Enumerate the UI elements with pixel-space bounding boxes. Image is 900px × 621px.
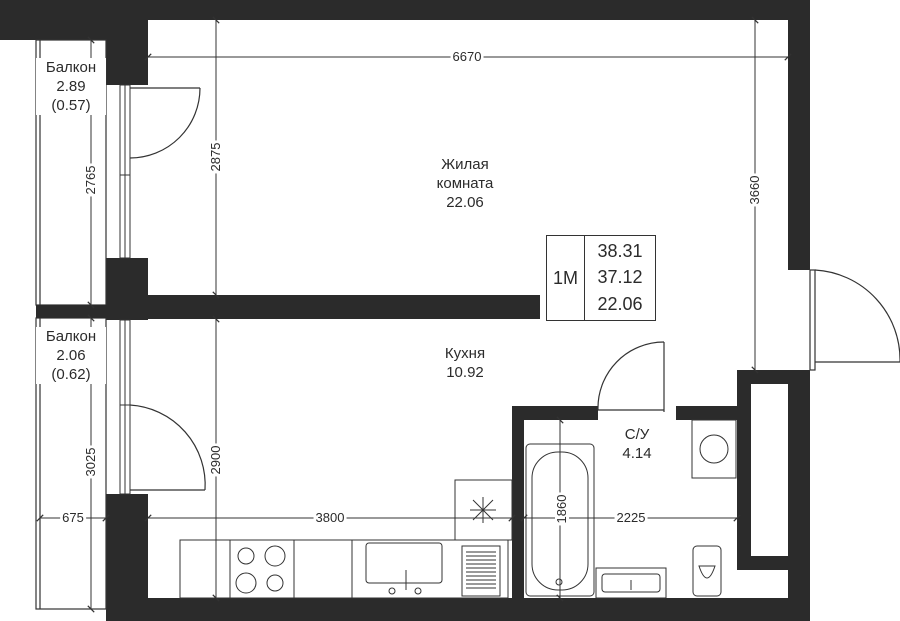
balcony-bottom-name: Балкон: [45, 328, 97, 345]
door-balcony-top-swing: [129, 87, 201, 159]
wall-right-lower: [788, 370, 810, 621]
room-living-name-2: комната: [436, 175, 494, 192]
balcony-top-reduced-area: (0.57): [51, 97, 91, 114]
burner-3: [235, 572, 257, 594]
door-entrance-swing: [814, 269, 900, 362]
walls: [0, 0, 810, 621]
living-area: 22.06: [597, 294, 643, 315]
apartment-type: 1М: [547, 236, 585, 320]
balcony-bottom-reduced-area: (0.62): [51, 366, 91, 383]
wall-shaft-left: [737, 370, 751, 570]
washing-machine: [691, 419, 737, 479]
room-kitchen-name: Кухня: [444, 345, 486, 362]
balcony-bottom-area: 2.06: [56, 347, 86, 364]
door-entrance-frame: [809, 269, 816, 371]
dim-kitchen-height: 2900: [208, 443, 223, 477]
toilet-tank: [692, 545, 722, 597]
wall-bath-top-right: [676, 406, 737, 420]
wall-left-pier-top: [106, 20, 148, 85]
wall-bath-top-left: [512, 406, 598, 420]
room-kitchen-area: 10.92: [446, 364, 484, 381]
door-balcony-bottom-swing: [129, 404, 206, 491]
kitchen-furniture: [179, 479, 513, 599]
balcony-top-name: Балкон: [45, 59, 97, 76]
dishwasher: [461, 545, 501, 597]
wall-shaft-bottom: [737, 556, 810, 570]
wall-top: [0, 0, 810, 20]
dim-balcony-width: 675: [60, 510, 86, 525]
dim-bathroom-width: 2225: [614, 510, 648, 525]
room-living-label: Жилая комната 22.06: [400, 155, 530, 212]
bathroom-sink: [595, 567, 667, 599]
burner-4: [266, 574, 284, 592]
balcony-bottom-label: Балкон 2.06 (0.62): [36, 327, 106, 384]
balcony-separator: [36, 305, 148, 318]
room-living-name-1: Жилая: [441, 156, 489, 173]
dim-balcony-top-height: 2765: [83, 163, 98, 197]
room-bathroom-area: 4.14: [622, 445, 652, 462]
burner-1: [237, 547, 255, 565]
bathtub-drain: [555, 578, 563, 586]
kitchen-counter: [179, 539, 509, 599]
dim-right-height: 3660: [747, 173, 762, 207]
room-bathroom-label: С/У 4.14: [597, 425, 677, 463]
dim-bathroom-height: 1860: [554, 492, 569, 526]
stove: [229, 539, 295, 599]
doors: [129, 87, 900, 491]
kitchen-sink: [365, 542, 443, 584]
wall-right-upper: [788, 0, 810, 270]
wall-bottom: [106, 598, 810, 621]
total-area: 38.31: [597, 240, 643, 261]
area-without-balconies: 37.12: [597, 267, 643, 288]
room-kitchen-label: Кухня 10.92: [400, 344, 530, 382]
apartment-areas: 38.31 37.12 22.06: [585, 236, 655, 320]
balcony-top-area: 2.89: [56, 78, 86, 95]
room-bathroom-name: С/У: [624, 426, 650, 443]
burner-2: [264, 545, 286, 567]
door-bathroom-swing: [597, 341, 665, 411]
ventilation-icon: [470, 497, 496, 523]
ventilation-box: [454, 479, 513, 541]
dim-balcony-bottom-height: 3025: [83, 445, 98, 479]
toilet-bowl: [698, 565, 716, 579]
balconies: [35, 39, 148, 610]
dim-kitchen-width: 3800: [313, 510, 347, 525]
dim-top-width: 6670: [450, 49, 484, 64]
balcony-top-label: Балкон 2.89 (0.57): [36, 58, 106, 115]
dim-living-height: 2875: [208, 140, 223, 174]
wall-partition-living-kitchen: [148, 295, 540, 319]
washing-machine-drum: [699, 434, 729, 464]
windows: [119, 84, 131, 495]
room-living-area: 22.06: [446, 194, 484, 211]
dishwasher-grille: [466, 551, 496, 589]
apartment-summary: 1М 38.31 37.12 22.06: [546, 235, 656, 321]
wall-bath-left: [512, 406, 524, 598]
